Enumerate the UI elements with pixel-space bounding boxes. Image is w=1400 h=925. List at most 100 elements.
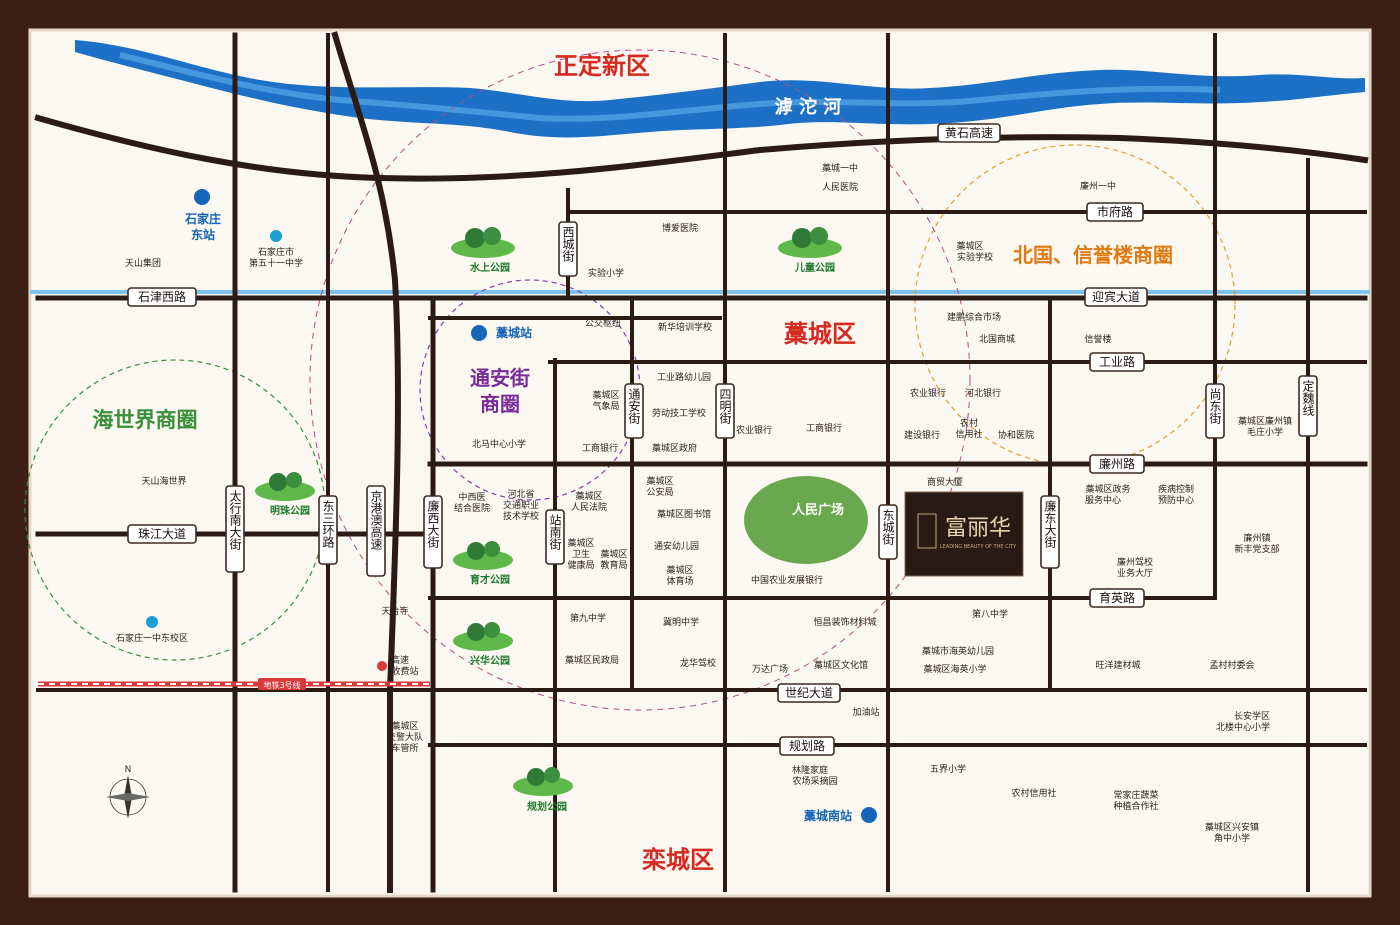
park-yucai-label: 育才公园 [470, 573, 510, 586]
road-network [34, 31, 1369, 893]
poi-wanda: 万达广场 [752, 663, 788, 675]
beiguo-label: 北国、信誉楼商圈 [1013, 243, 1173, 267]
poi-hebei-jt-3: 技术学校 [503, 510, 539, 522]
project-logo-icon [917, 513, 937, 549]
renmin-square-label: 人民广场 [792, 502, 844, 518]
poi-rcc-1: 农村 [960, 417, 978, 429]
poi-maozhuang-2: 毛庄小学 [1247, 426, 1283, 438]
poi-icbc: 工商银行 [582, 442, 618, 454]
poi-jiming: 冀明中学 [663, 616, 699, 628]
road-gongye: 工业路 [1099, 354, 1135, 369]
poi-health-2: 卫生 [572, 548, 590, 560]
tonganjie-label-1: 通安街 [470, 366, 530, 390]
poi-zhongxiyi-1: 中西医 [458, 491, 485, 503]
poi-culture: 藁城区文化馆 [814, 659, 868, 671]
poi-changan-1: 长安学区 [1234, 710, 1270, 722]
poi-traffic-2: 交警大队 [387, 731, 423, 743]
poi-gaocheng-yizhong: 藁城一中 [822, 162, 858, 174]
poi-shiyan: 实验小学 [588, 267, 624, 279]
poi-changjiazhuang-1: 常家庄蔬菜 [1113, 789, 1158, 801]
road-tongan: 通安街 [627, 388, 641, 424]
poi-no9: 第九中学 [570, 612, 606, 624]
poi-wujie: 五界小学 [930, 763, 966, 775]
huangshi-expressway [34, 114, 1369, 182]
poi-laodong: 劳动技工学校 [652, 407, 706, 419]
poi-linlong-1: 林隆家庭 [792, 764, 828, 776]
poi-ccb: 建设银行 [904, 429, 940, 441]
poi-abc: 农业银行 [736, 424, 772, 436]
poi-driving-2: 业务大厅 [1117, 567, 1153, 579]
poi-edu-2: 教育局 [600, 559, 627, 571]
poi-police-1: 藁城区 [646, 475, 673, 487]
poi-jianpeng: 建鹏综合市场 [947, 311, 1001, 323]
project-tagline: LEADING BEAUTY OF THE CITY [940, 544, 1017, 550]
park-xinghua-label: 兴华公园 [470, 654, 510, 667]
poi-xinfeng-1: 廉州镇 [1243, 532, 1270, 544]
poi-icbc2: 工商银行 [806, 422, 842, 434]
road-siming: 四明街 [718, 388, 732, 424]
renmin-square-shape [744, 476, 868, 564]
station-gaocheng[interactable]: 藁城站 [495, 325, 532, 340]
outer-circle [309, 49, 971, 711]
poi-traffic-3: 车管所 [391, 742, 418, 754]
road-shifu: 市府路 [1097, 204, 1133, 219]
park-guihua[interactable]: 规划公园 [513, 767, 573, 813]
poi-maozhuang-1: 藁城区廉州镇 [1238, 415, 1292, 427]
poi-health-3: 健康局 [567, 559, 594, 571]
poi-changan-2: 北楼中心小学 [1216, 721, 1270, 733]
luancheng-district: 栾城区 [641, 846, 714, 874]
hutuo-river [75, 40, 1365, 138]
poi-weather-1: 藁城区 [592, 389, 619, 401]
poi-stadium-2: 体育场 [666, 575, 693, 587]
poi-east-campus: 石家庄一中东校区 [116, 632, 188, 644]
poi-jiaozhong-2: 角中小学 [1214, 832, 1250, 844]
poi-abc2: 农业银行 [910, 387, 946, 399]
park-xinghua[interactable]: 兴华公园 [453, 622, 513, 667]
poi-bus-hub: 公交枢纽 [585, 317, 621, 329]
road-guihua: 规划路 [789, 738, 825, 753]
road-shijinxi: 石津西路 [138, 289, 186, 304]
poi-boai: 博爱医院 [662, 222, 698, 234]
poi-court-1: 藁城区 [575, 490, 602, 502]
poi-toll-1: 高速 [391, 654, 409, 666]
park-mingzhu[interactable]: 明珠公园 [255, 472, 315, 517]
poi-tongan-kg: 通安幼儿园 [654, 540, 699, 552]
poi-longhua: 龙华驾校 [680, 657, 716, 669]
poi-tianshan: 天山集团 [125, 257, 161, 269]
poi-xinyulou: 信誉楼 [1084, 333, 1111, 345]
road-dingwei: 定魏线 [1301, 379, 1315, 416]
poi-xinhua-train: 新华培训学校 [658, 321, 712, 333]
poi-civil: 藁城区民政局 [565, 654, 619, 666]
poi-shiyan-school-2: 实验学校 [957, 251, 993, 263]
gaocheng-district: 藁城区 [783, 320, 856, 348]
haishijie-label: 海世界商圈 [93, 408, 198, 432]
project-box[interactable] [904, 491, 1024, 577]
beiguo-circle [914, 144, 1236, 466]
poi-haiying-ps: 藁城区海英小学 [923, 663, 986, 675]
road-lianxi: 廉西大街 [426, 499, 440, 548]
station-gaocheng-south[interactable]: 藁城南站 [803, 808, 852, 823]
poi-stadium-1: 藁城区 [666, 564, 693, 576]
train-icon [194, 189, 210, 205]
park-ertong[interactable]: 儿童公园 [778, 227, 842, 274]
train-icon [861, 807, 877, 823]
poi-xiehe: 协和医院 [998, 429, 1034, 441]
station-sjz-east-1[interactable]: 石家庄 [184, 211, 221, 226]
poi-weather-2: 气象局 [592, 400, 619, 412]
park-mingzhu-label: 明珠公园 [270, 504, 310, 517]
poi-wangyang: 旺洋建材城 [1095, 659, 1140, 671]
park-shuishang[interactable]: 水上公园 [451, 227, 515, 274]
poi-beiguo-mall: 北国商城 [979, 333, 1015, 345]
park-ertong-label: 儿童公园 [794, 261, 835, 274]
poi-toll-2: 收费站 [391, 665, 418, 677]
park-yucai[interactable]: 育才公园 [453, 541, 513, 586]
poi-school51-2: 第五十一中学 [249, 257, 303, 269]
station-sjz-east-2[interactable]: 东站 [191, 227, 215, 242]
poi-rcc-2: 信用社 [955, 428, 982, 440]
poi-tiantai: 天台寺 [381, 605, 408, 617]
river-highlight [119, 52, 1221, 122]
poi-edu-1: 藁城区 [600, 548, 627, 560]
metro-label: 地铁3号线 [263, 680, 300, 690]
road-yingbin: 迎宾大道 [1092, 289, 1140, 304]
